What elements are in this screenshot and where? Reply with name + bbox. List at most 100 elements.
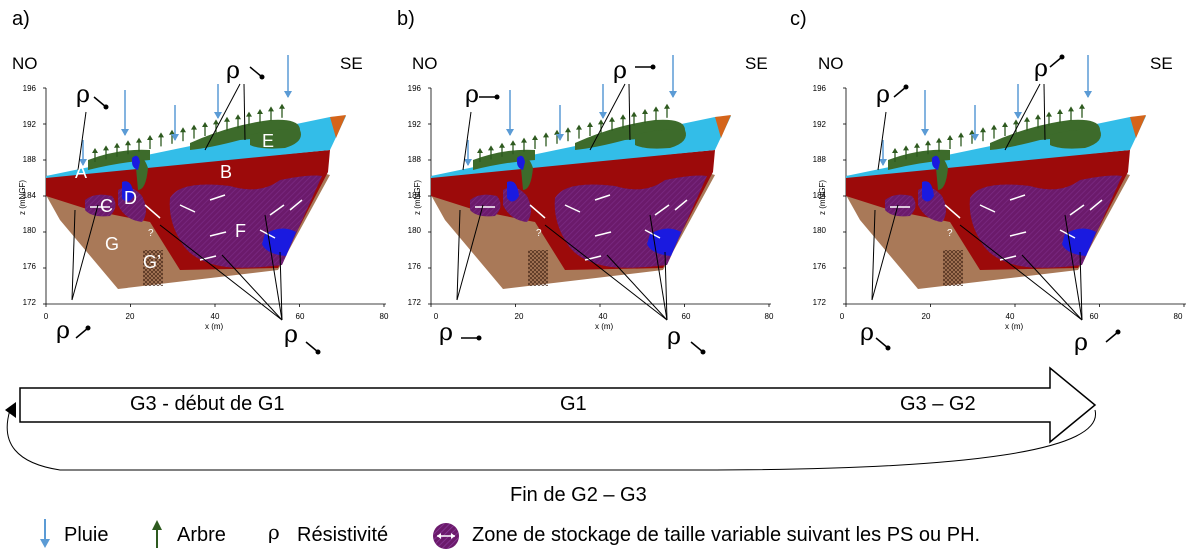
x-axis-label: x (m) xyxy=(595,322,614,331)
green-lens xyxy=(136,159,148,190)
pointer-line xyxy=(589,83,626,151)
x-axis-label: x (m) xyxy=(205,322,224,331)
storage-arrow xyxy=(1069,204,1085,216)
tree-arrow-head xyxy=(947,135,953,140)
tree-arrow-head xyxy=(1035,114,1041,120)
y-tick: 184 xyxy=(22,191,36,200)
pointer-line xyxy=(871,204,899,301)
rain-arrow-head xyxy=(284,91,292,98)
rho-arrow xyxy=(75,327,89,339)
tree-arrow-head xyxy=(653,106,659,112)
cross-section-graphic xyxy=(43,55,386,355)
y-tick: 192 xyxy=(22,120,36,129)
blue-zone xyxy=(507,181,519,202)
orange-layer xyxy=(330,115,346,138)
storage-arrow xyxy=(269,204,285,216)
rho-arrow-head xyxy=(903,84,909,90)
return-loop-head xyxy=(5,402,16,418)
storage-arrow xyxy=(1089,199,1103,211)
pointer-line xyxy=(1064,214,1083,321)
tree-arrow-head xyxy=(180,127,186,133)
tree-arrow-head xyxy=(213,119,219,125)
tree-arrow-head xyxy=(1079,103,1085,109)
x-tick: 0 xyxy=(43,312,49,321)
rho-arrow xyxy=(893,86,907,98)
storage-arrow xyxy=(584,255,602,261)
storage-arrow xyxy=(179,204,196,213)
pointer-line xyxy=(71,204,99,301)
legend-rho-symbol: ρ xyxy=(268,520,280,544)
panel-b: b) NO SE z (mNGF) x (m) 196 192 188 184 … xyxy=(395,0,775,360)
tree-arrow-head xyxy=(158,132,164,138)
pointer-line xyxy=(1004,83,1041,151)
rain-arrow-head xyxy=(556,134,564,141)
rho-arrow xyxy=(93,96,107,108)
x-axis-label: x (m) xyxy=(1005,322,1024,331)
tree-arrow-head xyxy=(631,111,637,117)
pointer-line xyxy=(264,214,283,321)
rho-arrow xyxy=(305,341,319,353)
tree-arrow-head xyxy=(224,116,230,122)
rho-label: ρ xyxy=(860,318,875,346)
tree-arrow-head xyxy=(980,127,986,133)
pointer-line xyxy=(456,204,484,301)
rain-arrow-head xyxy=(464,159,472,166)
pointer-line xyxy=(877,111,887,171)
storage-arrow xyxy=(1009,231,1027,237)
rho-arrow-head xyxy=(85,325,91,331)
direction-se: SE xyxy=(1150,54,1173,73)
zone-label-e: E xyxy=(262,131,275,151)
zone-label-g-prime: G’ xyxy=(143,252,161,272)
y-tick: 184 xyxy=(407,191,421,200)
y-tick: 172 xyxy=(812,298,826,307)
tree-arrow-head xyxy=(914,142,920,148)
rho-label: ρ xyxy=(667,322,682,350)
tree-arrow-head xyxy=(925,140,931,146)
tree-arrow-head xyxy=(1013,119,1019,125)
tree-arrow-head xyxy=(892,148,898,153)
y-tick: 172 xyxy=(22,298,36,307)
zone-label-f: F xyxy=(235,221,246,241)
y-tick: 180 xyxy=(22,226,36,235)
timeline-label-2: G1 xyxy=(560,393,587,415)
rain-arrow-head xyxy=(506,129,514,136)
tree-arrow-head xyxy=(903,145,909,151)
pointer-line xyxy=(279,251,283,321)
pointer-line xyxy=(221,254,283,321)
legend-rain-label: Pluie xyxy=(64,524,109,546)
tree-arrow-head xyxy=(202,122,208,127)
panel-letter: c) xyxy=(790,8,807,30)
tree-arrow-head xyxy=(609,116,615,122)
tree-arrow-head xyxy=(136,137,142,143)
storage-arrow xyxy=(944,204,961,219)
x-tick: 20 xyxy=(921,312,931,321)
tree-arrow-head xyxy=(279,103,285,109)
x-tick: 60 xyxy=(681,312,691,321)
rho-arrow-head xyxy=(700,349,706,355)
tree-arrow-head xyxy=(1057,109,1063,114)
direction-no: NO xyxy=(818,54,844,73)
pointer-line xyxy=(462,111,472,171)
legend-storage-label: Zone de stockage de taille variable suiv… xyxy=(472,524,981,546)
tree-arrow-head xyxy=(620,114,626,120)
storage-arrow xyxy=(199,255,217,261)
storage-zone-hatch xyxy=(470,194,501,217)
storage-arrow xyxy=(594,194,611,201)
pointer-line xyxy=(1043,83,1046,141)
storage-arrow xyxy=(529,204,546,219)
tree-arrow-head xyxy=(576,124,582,130)
tree-arrow-head xyxy=(1046,111,1052,117)
rho-label: ρ xyxy=(76,80,91,108)
rho-label: ρ xyxy=(284,320,299,348)
blue-zone xyxy=(122,181,134,202)
storage-zone-hatch xyxy=(885,194,916,217)
tree-arrow-head xyxy=(1068,106,1074,112)
question-mark: ? xyxy=(148,228,154,239)
storage-arrow xyxy=(674,199,688,211)
direction-no: NO xyxy=(412,54,438,73)
tree-arrow-head xyxy=(191,124,197,130)
tree-arrow-head xyxy=(114,142,120,148)
zone-label-a: A xyxy=(75,162,88,182)
rho-arrow-head xyxy=(494,94,500,100)
